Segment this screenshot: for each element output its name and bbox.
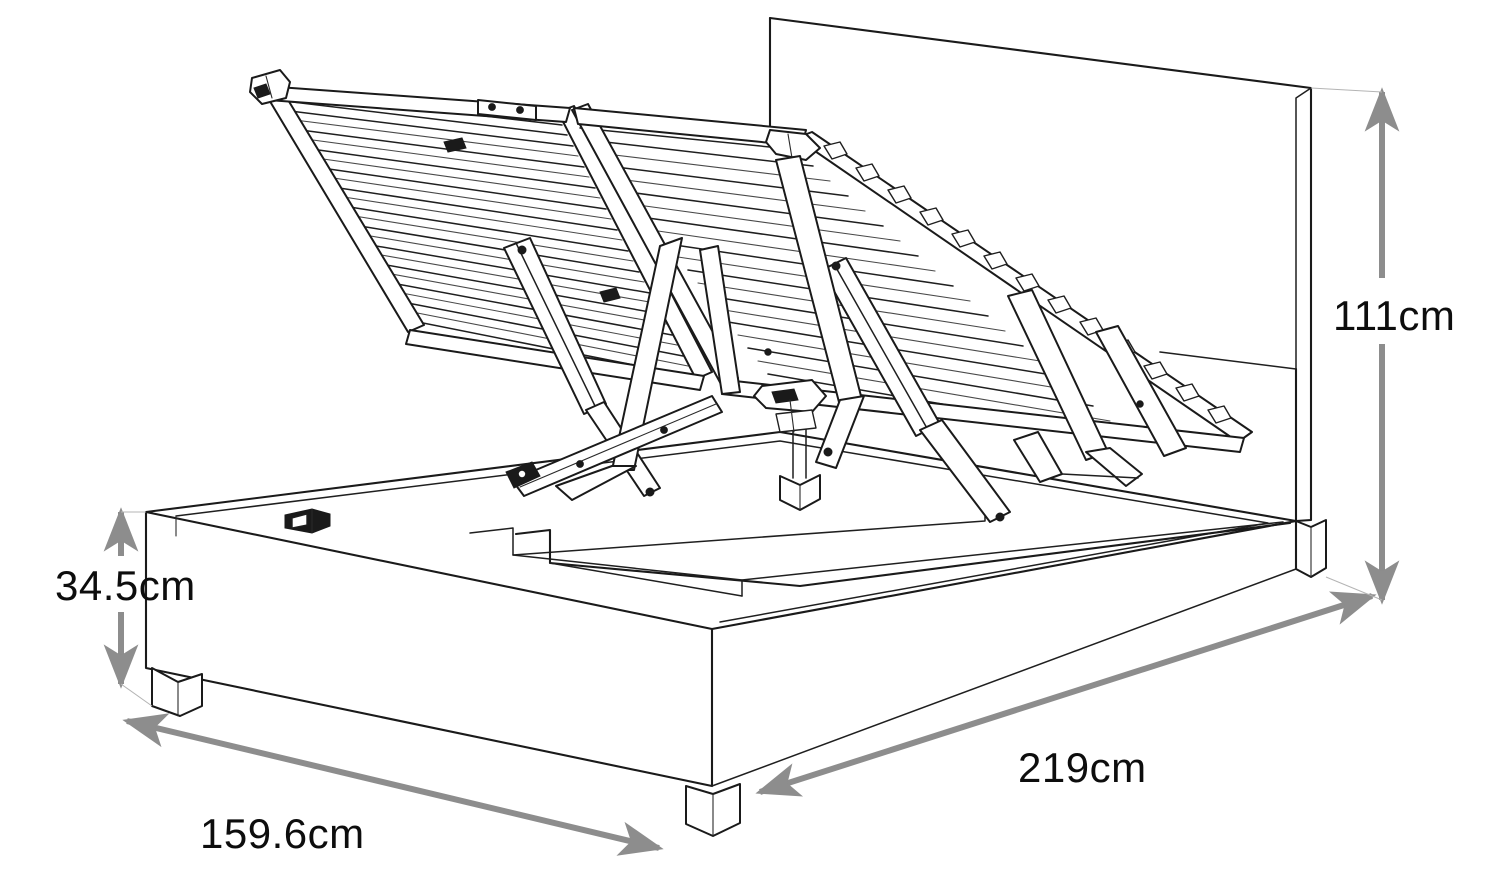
lift-scissor-arms (443, 137, 1187, 501)
center-pivot-hub (753, 379, 827, 433)
corner-foot-front-right (685, 783, 741, 837)
dimension-width-1596: 159.6cm (122, 713, 664, 857)
headboard-foot-right (1295, 519, 1327, 578)
dimension-label-base-height: 34.5cm (55, 562, 196, 609)
dimension-height-111: 111cm (1333, 87, 1455, 605)
slat-frame-corner-block (249, 69, 291, 105)
slat-panel-left (261, 79, 713, 391)
center-support-post (779, 398, 821, 511)
dim-219-arrow (755, 591, 1377, 797)
dimension-label-length: 219cm (1018, 744, 1147, 791)
dimension-extension-lines (120, 87, 1383, 707)
dimension-label-width: 159.6cm (200, 810, 365, 857)
lifted-slatted-base (249, 69, 1253, 453)
slat-frame-hinge-right (765, 129, 821, 161)
gas-lift-struts (503, 237, 1011, 523)
base-hinge-bracket (284, 508, 331, 534)
dimension-length-219: 219cm (755, 591, 1377, 797)
dimension-label-height: 111cm (1333, 292, 1455, 339)
storage-center-rail (469, 495, 1292, 597)
headboard-panel (768, 16, 1313, 523)
frame-rail-brackets (443, 137, 1144, 408)
slat-group-left (270, 96, 695, 378)
dim-1596-arrow (122, 713, 664, 856)
slat-frame-top-connector (477, 99, 537, 121)
dimension-base-height-345: 34.5cm (55, 507, 196, 689)
